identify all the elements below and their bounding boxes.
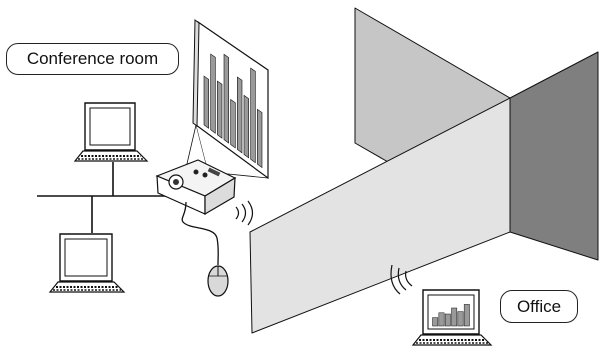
laptop-top bbox=[75, 103, 147, 161]
screen-bar bbox=[231, 99, 236, 147]
laptop-office bbox=[413, 290, 491, 345]
projector bbox=[157, 160, 235, 214]
screen-bar bbox=[204, 76, 209, 128]
office-monitor-bar bbox=[439, 313, 444, 326]
projection-screen bbox=[186, 20, 268, 178]
screen-bar bbox=[217, 81, 222, 138]
office-walls bbox=[250, 8, 598, 333]
office-label: Office bbox=[500, 290, 578, 323]
office-monitor-bar bbox=[452, 308, 457, 326]
office-monitor-bar bbox=[445, 314, 450, 326]
screen-bar bbox=[224, 54, 229, 143]
screen-bar bbox=[257, 109, 262, 167]
office-monitor-bar bbox=[464, 304, 469, 326]
screen-bar bbox=[237, 77, 242, 153]
screen-bar bbox=[244, 95, 249, 157]
wireless-signal-icon bbox=[236, 201, 253, 225]
office-monitor-bar bbox=[458, 312, 463, 326]
laptop-bottom bbox=[50, 234, 124, 292]
mouse-icon bbox=[208, 266, 228, 296]
office-monitor-bar bbox=[433, 318, 438, 326]
side-wall bbox=[510, 52, 598, 260]
screen-bar bbox=[211, 54, 216, 133]
network-cable bbox=[37, 162, 175, 233]
screen-bar bbox=[251, 68, 256, 163]
conference-room-label: Conference room bbox=[6, 43, 179, 75]
